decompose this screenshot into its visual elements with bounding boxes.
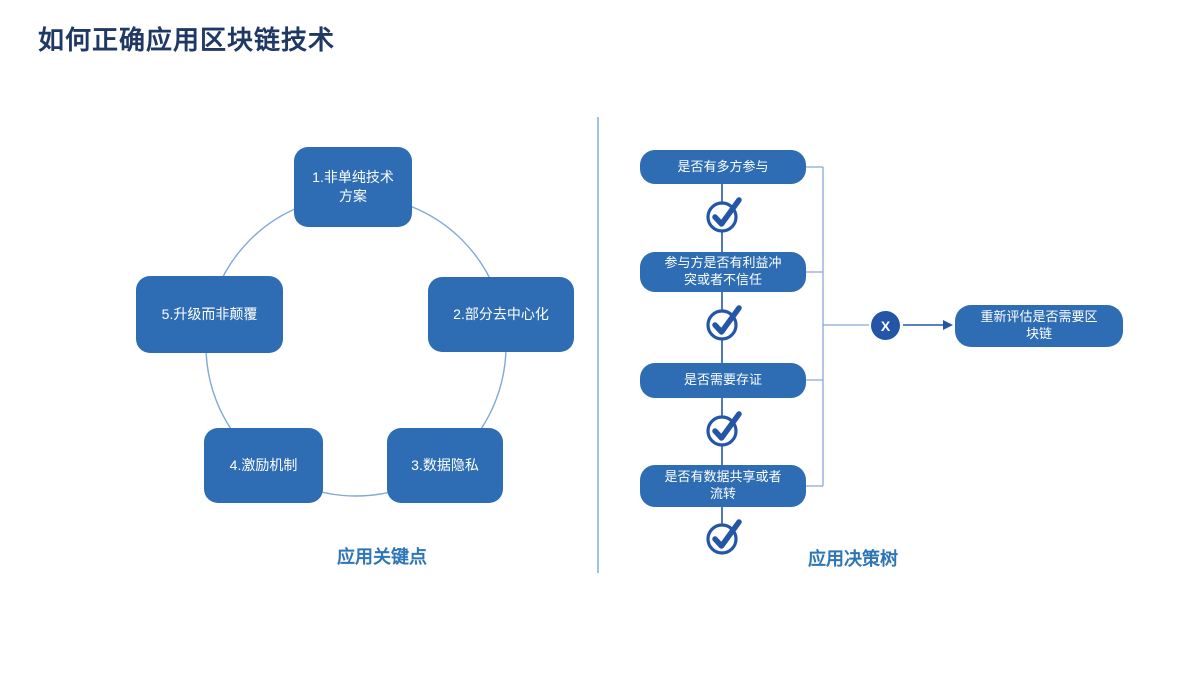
check-icon	[706, 197, 742, 233]
question-2-label: 参与方是否有利益冲突或者不信任	[664, 255, 782, 287]
left-section-label: 应用关键点	[337, 547, 427, 567]
keypoint-3-label: 3.数据隐私	[411, 457, 479, 474]
check-icon	[706, 305, 742, 341]
question-3-box: 是否需要存证	[640, 363, 806, 398]
question-1-label: 是否有多方参与	[677, 158, 769, 174]
check-icon	[706, 411, 742, 447]
no-arrow	[903, 320, 953, 330]
keypoint-3-box: 3.数据隐私	[387, 428, 503, 503]
keypoint-1-box: 1.非单纯技术方案	[294, 147, 412, 227]
keypoint-2-label: 2.部分去中心化	[453, 306, 549, 323]
check-icon	[706, 519, 742, 555]
right-section-label: 应用决策树	[808, 549, 898, 569]
question-1-box: 是否有多方参与	[640, 150, 806, 184]
bracket-lines	[806, 166, 869, 487]
result-label: 重新评估是否需要区块链	[980, 309, 1098, 341]
question-4-label: 是否有数据共享或者流转	[664, 469, 782, 501]
keypoint-5-label: 5.升级而非颠覆	[161, 306, 258, 323]
question-2-box: 参与方是否有利益冲突或者不信任	[640, 252, 806, 292]
section-divider	[597, 117, 599, 573]
question-4-box: 是否有数据共享或者流转	[640, 465, 806, 507]
x-marker-label: X	[880, 317, 891, 334]
result-box: 重新评估是否需要区块链	[955, 305, 1123, 347]
keypoint-4-box: 4.激励机制	[204, 428, 323, 503]
slide-title: 如何正确应用区块链技术	[38, 25, 336, 55]
keypoint-2-box: 2.部分去中心化	[428, 277, 574, 352]
keypoint-5-box: 5.升级而非颠覆	[136, 276, 283, 353]
x-marker: X	[871, 311, 900, 340]
question-3-label: 是否需要存证	[683, 372, 762, 388]
keypoint-4-label: 4.激励机制	[229, 457, 298, 474]
keypoint-1-label: 1.非单纯技术方案	[312, 169, 394, 204]
